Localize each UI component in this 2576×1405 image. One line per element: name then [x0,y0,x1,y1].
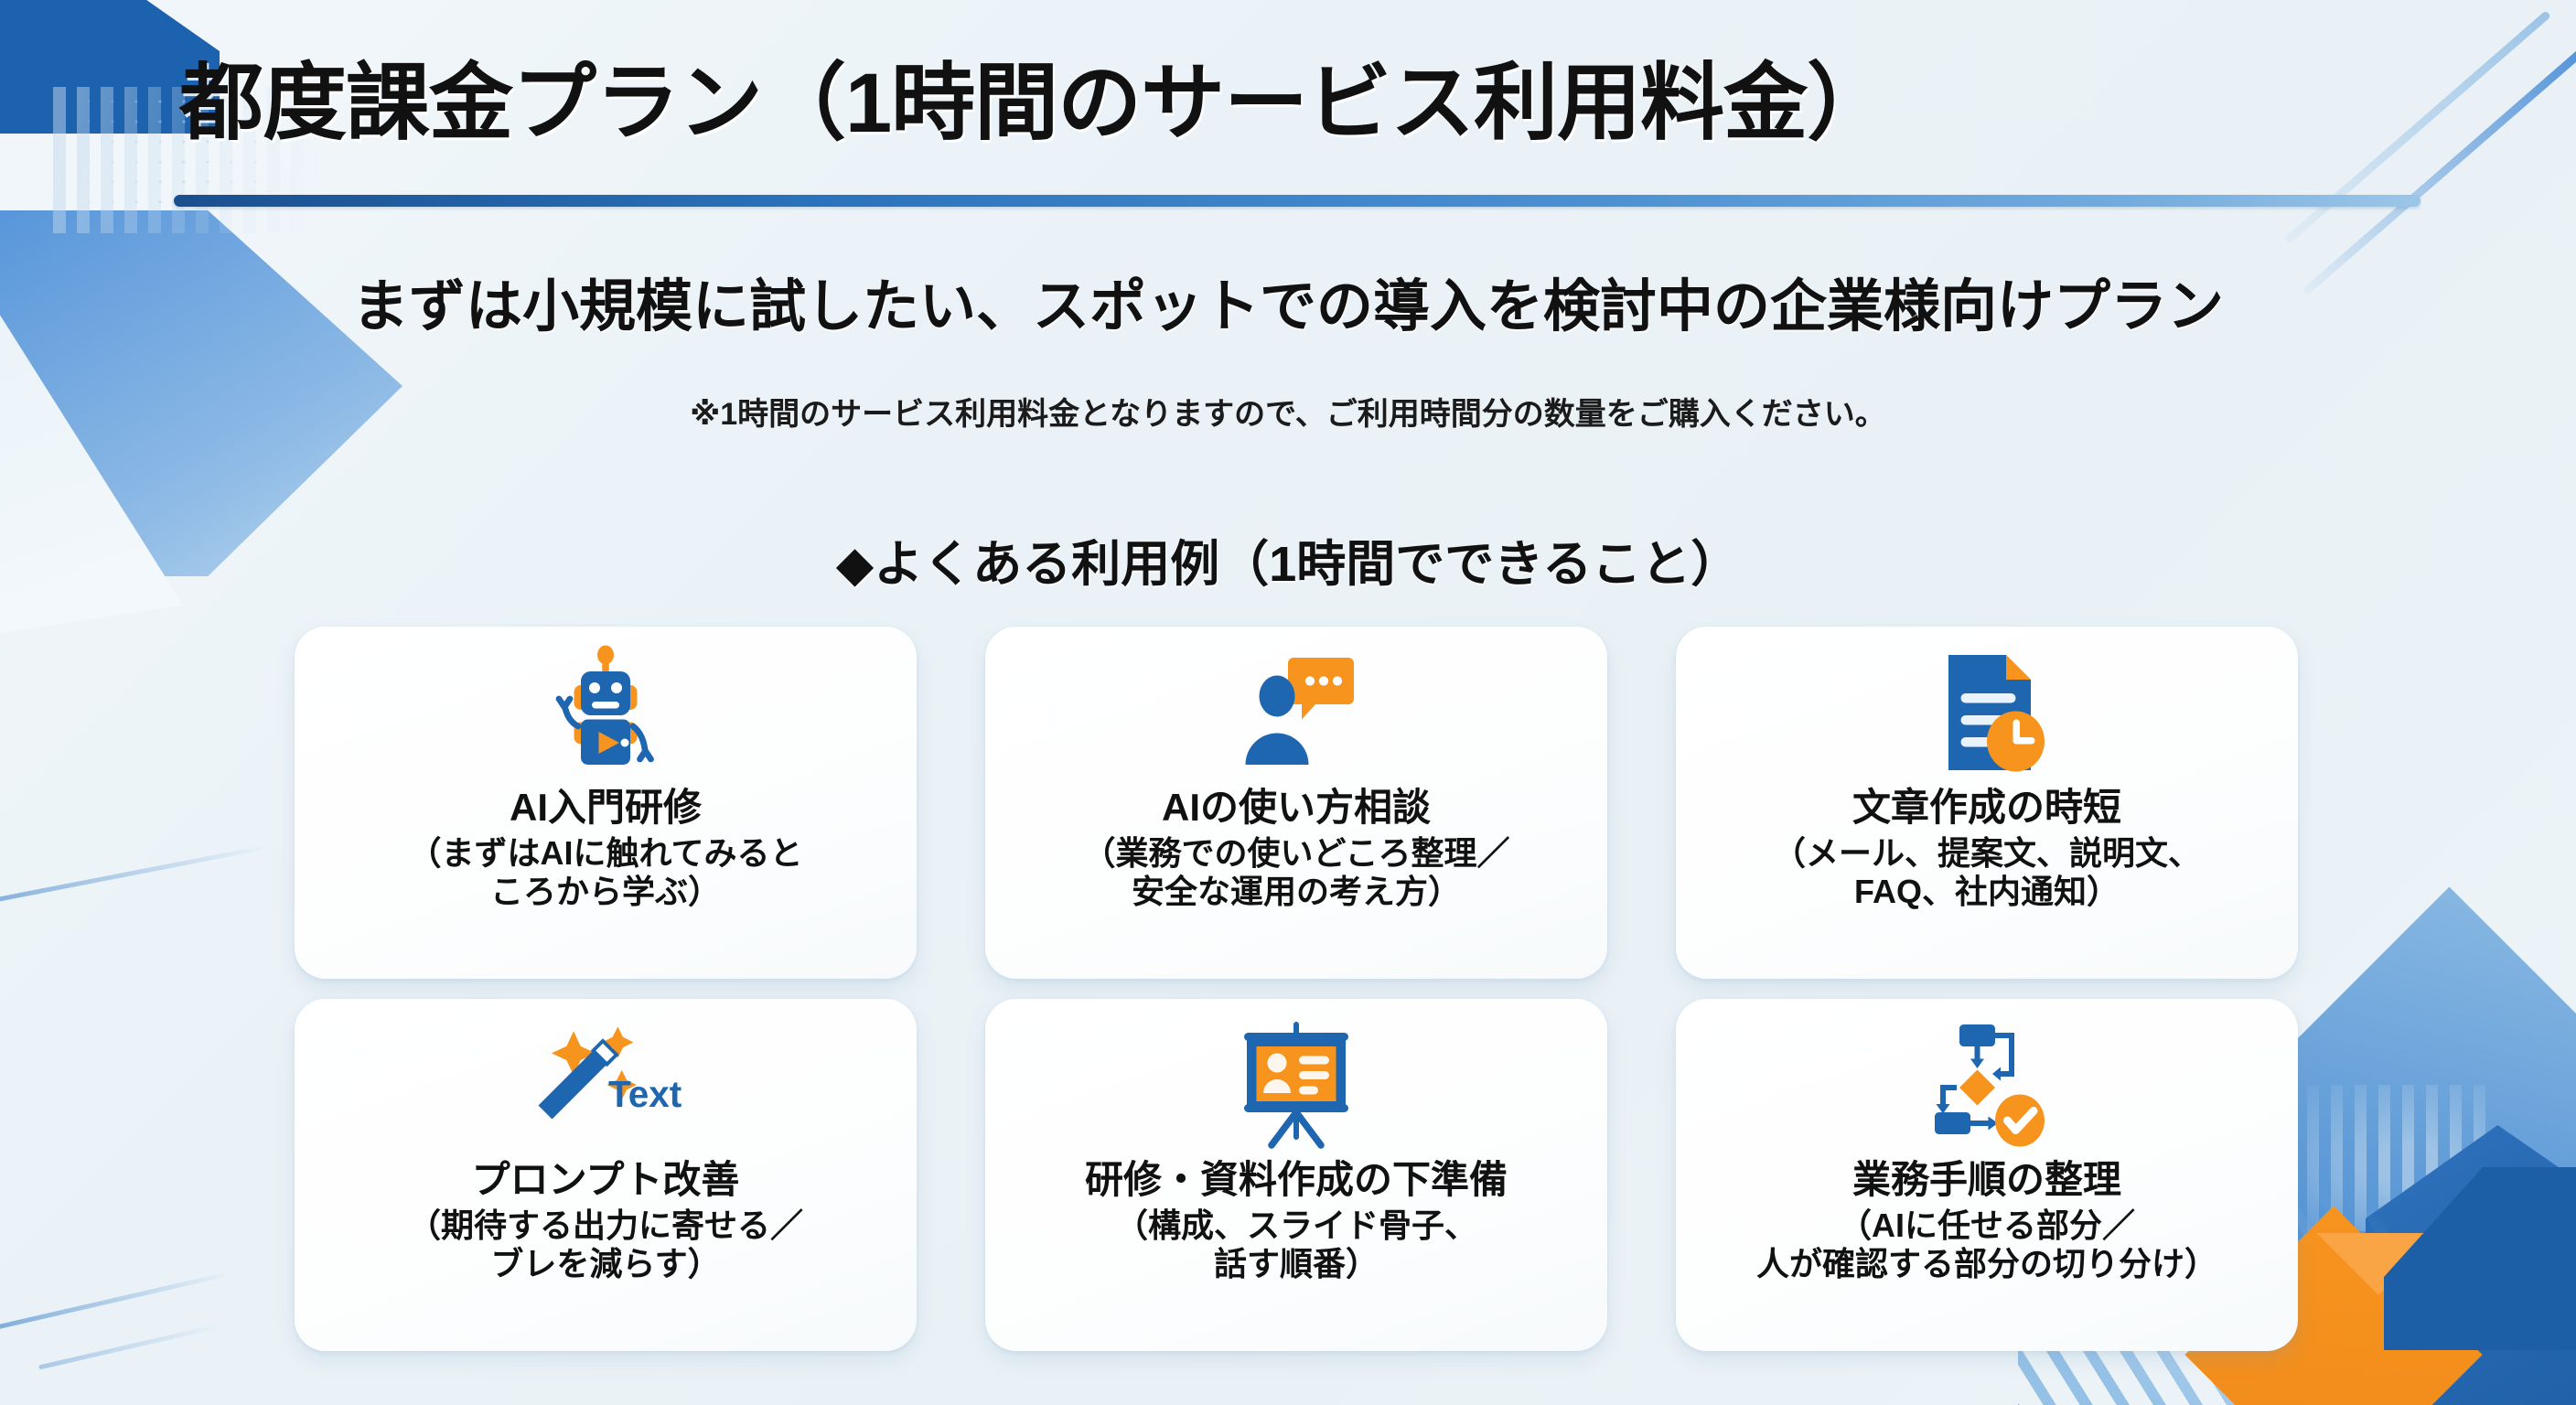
page-title: 都度課金プラン（1時間のサービス利用料金） [179,57,1891,150]
card-title: AIの使い方相談 [1161,786,1431,829]
bottom-right-orange-tip [2316,1171,2441,1295]
use-case-card[interactable]: AIの使い方相談 （業務での使いどころ整理／ 安全な運用の考え方） [985,627,1607,979]
card-subtitle: （メール、提案文、説明文、 FAQ、社内通知） [1772,834,2201,910]
card-title: 業務手順の整理 [1852,1158,2121,1201]
bottom-right-blue-fold [2384,1167,2576,1350]
use-case-card[interactable]: 研修・資料作成の下準備 （構成、スライド骨子、 話す順番） [985,999,1607,1351]
left-chevron-light-shape [0,0,73,174]
card-subtitle: （構成、スライド骨子、 話す順番） [1114,1207,1477,1282]
card-subtitle: （業務での使いどころ整理／ 安全な運用の考え方） [1082,834,1510,910]
left-hairline-3 [38,1324,218,1370]
use-case-card[interactable]: 文章作成の時短 （メール、提案文、説明文、 FAQ、社内通知） [1676,627,2298,979]
title-divider [174,195,2420,207]
presentation-board-icon [1228,1014,1365,1155]
top-right-diagonal-1 [2302,38,2576,296]
pricing-note: ※1時間のサービス利用料金となりますので、ご利用時間分の数量をご購入ください。 [690,397,1886,432]
card-subtitle: （期待する出力に寄せる／ ブレを減らす） [407,1207,803,1282]
page-subtitle: まずは小規模に試したい、スポットでの導入を検討中の企業様向けプラン [351,275,2224,338]
robot-icon [537,641,674,783]
use-case-card-grid: AI入門研修 （まずはAIに触れてみると ころから学ぶ） AIの使い方相談 （業… [295,627,2298,1351]
document-clock-icon [1918,641,2055,783]
card-subtitle: （まずはAIに触れてみると ころから学ぶ） [408,834,803,910]
person-speech-bubble-icon [1228,641,1365,783]
card-subtitle: （AIに任せる部分／ 人が確認する部分の切り分け） [1755,1207,2217,1282]
section-heading: ◆よくある利用例（1時間でできること） [835,537,1741,592]
card-title: AI入門研修 [509,786,702,829]
left-chevron-mid-shape [0,0,146,33]
use-case-card[interactable]: AI入門研修 （まずはAIに触れてみると ころから学ぶ） [295,627,917,979]
use-case-card[interactable]: 業務手順の整理 （AIに任せる部分／ 人が確認する部分の切り分け） [1676,999,2298,1351]
magic-wand-text-icon: Text [523,1014,688,1155]
wand-text-label: Text [608,1073,682,1115]
bottom-right-dot-grid [2283,1085,2494,1231]
bottom-right-blue-shape [2366,1125,2576,1405]
card-title: 研修・資料作成の下準備 [1084,1158,1508,1201]
top-right-diagonal-2 [2283,10,2551,245]
card-title: プロンプト改善 [471,1158,740,1201]
use-case-card[interactable]: Text プロンプト改善 （期待する出力に寄せる／ ブレを減らす） [295,999,917,1351]
left-hairline-1 [0,845,263,906]
card-title: 文章作成の時短 [1852,786,2121,829]
flowchart-check-icon [1918,1014,2055,1155]
left-hairline-2 [0,1271,227,1331]
